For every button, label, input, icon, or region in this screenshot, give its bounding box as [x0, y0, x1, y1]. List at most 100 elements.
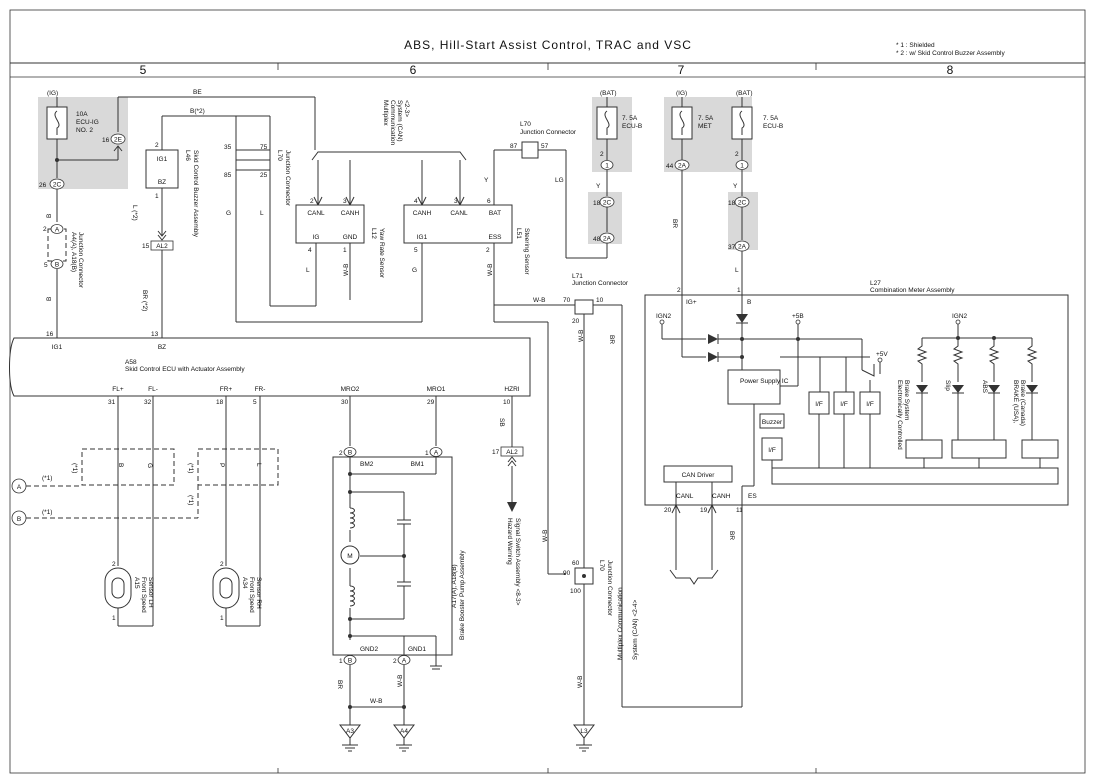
led [1026, 385, 1038, 393]
pin-number: 20 [664, 507, 672, 514]
pin-number: 5 [414, 247, 418, 254]
pin-label: IG1 [52, 344, 63, 351]
pin-number: 70 [563, 297, 571, 304]
wire-color-l: L [306, 267, 310, 274]
connector-label: 2A [678, 163, 687, 170]
component-name: Junction Connector [572, 280, 629, 287]
junction-connector-l71 [574, 299, 594, 315]
wire-color: L [255, 463, 262, 467]
diode [708, 352, 718, 362]
indicator-label: Brake System [903, 380, 910, 420]
pin-number: 60 [572, 560, 580, 567]
fuse-amp: 7. 5A [622, 115, 638, 122]
pin-label: FL- [148, 386, 158, 393]
component-code: L46 [184, 150, 191, 161]
sensor-name: Front Speed [248, 577, 255, 613]
pin-number: 4 [308, 247, 312, 254]
pin-number: 32 [144, 399, 152, 406]
fuse-name: ECU-B [763, 123, 783, 130]
pin-label: GND [343, 234, 358, 241]
front-speed-sensor-lh [104, 567, 132, 609]
indicator-label: Slip [944, 380, 951, 391]
sensor-name: Sensor LH [147, 577, 154, 608]
fuse-element [739, 110, 745, 135]
junction-dot [55, 158, 59, 162]
pin-number: 3 [343, 198, 347, 205]
wire-color-b: B [46, 297, 53, 301]
pin-number: 17 [492, 449, 500, 456]
pin-number: 5 [44, 262, 48, 269]
mcs-label: System (CAN) [396, 100, 403, 142]
pin-number: 90 [563, 570, 571, 577]
pin-number: 29 [427, 399, 435, 406]
pin-number: 1 [339, 658, 343, 665]
buzzer-block [759, 413, 785, 429]
junction-dot [740, 337, 744, 341]
pin-number: 2 [220, 561, 224, 568]
junction-name: Junction Connector [77, 232, 84, 289]
pin-number: 10 [503, 399, 511, 406]
terminal-dot [795, 319, 801, 325]
pin-number: 1 [425, 450, 429, 457]
diagram-frame [9, 9, 1086, 774]
pin-number: 44 [666, 163, 674, 170]
motor-symbol [340, 545, 360, 565]
connector-label: A [402, 658, 407, 665]
connector-label: 1 [605, 163, 609, 170]
pin-label: IGN2 [656, 313, 672, 320]
pin-label: MRO1 [427, 386, 446, 393]
component-name: Skid Control ECU with Actuator Assembly [125, 366, 245, 373]
resistor [988, 338, 1000, 382]
wire-color-br2: BR (*2) [141, 290, 148, 311]
pin-label: CANL [307, 210, 325, 217]
resistor [1026, 338, 1038, 382]
pin-number: 87 [510, 143, 518, 150]
pin-number: 25 [260, 172, 268, 179]
driver-block [905, 439, 943, 459]
indicator-label: Brake (Canada) [1019, 380, 1026, 426]
connector-a [397, 655, 411, 665]
power-supply-ic [727, 369, 781, 405]
component-name: Steering Sensor [523, 228, 530, 275]
pin-label: ESS [488, 234, 502, 241]
connector-pin-label: A [55, 227, 60, 234]
pin-number: 26 [39, 182, 47, 189]
fuse-ecu-ig-name2: NO. 2 [76, 127, 93, 134]
sensor-core [111, 577, 125, 599]
steering-sensor-l51 [403, 204, 513, 244]
hazard-label: Hazard Warning [506, 518, 513, 565]
pin-number: 18 [593, 200, 601, 207]
fuse-element [604, 110, 610, 135]
block-label: Power Supply IC [740, 378, 789, 385]
pin-label: B [747, 299, 751, 306]
junction-connector-l70b [521, 141, 539, 159]
ground-label: A4 [400, 728, 408, 735]
splice-arrow [157, 230, 167, 241]
resistor [952, 338, 964, 382]
connector-label: 2C [738, 200, 747, 207]
pin-number: 48 [593, 236, 601, 243]
connector-label: B [348, 658, 352, 665]
pin-label: +5B [792, 313, 804, 320]
column-number: 5 [140, 63, 147, 77]
mcs-brace [311, 151, 467, 161]
component-code: A58 [125, 359, 137, 366]
mcs-label: System (CAN) <2-4> [632, 599, 639, 660]
pin-label: BAT [489, 210, 501, 217]
connector-label: 2C [603, 200, 612, 207]
fuse-amp: 7. 5A [698, 115, 714, 122]
pin-label: CANL [676, 493, 694, 500]
pin-label: GND2 [360, 646, 378, 653]
pin-number: 4 [414, 198, 418, 205]
wire-color-wb: W-B [397, 674, 404, 687]
note-buzzer: * 2 : w/ Skid Control Buzzer Assembly [896, 50, 1005, 57]
pin-number: 15 [142, 243, 150, 250]
column-number: 7 [678, 63, 685, 77]
wire-color-y: Y [733, 183, 738, 190]
pin-number: 35 [224, 144, 232, 151]
shield-note: (*1) [187, 495, 194, 505]
pin-label: IG+ [686, 299, 697, 306]
resistor [916, 338, 928, 382]
mcs-label: <2-3> [403, 100, 410, 117]
yaw-rate-sensor-l12 [295, 204, 365, 244]
